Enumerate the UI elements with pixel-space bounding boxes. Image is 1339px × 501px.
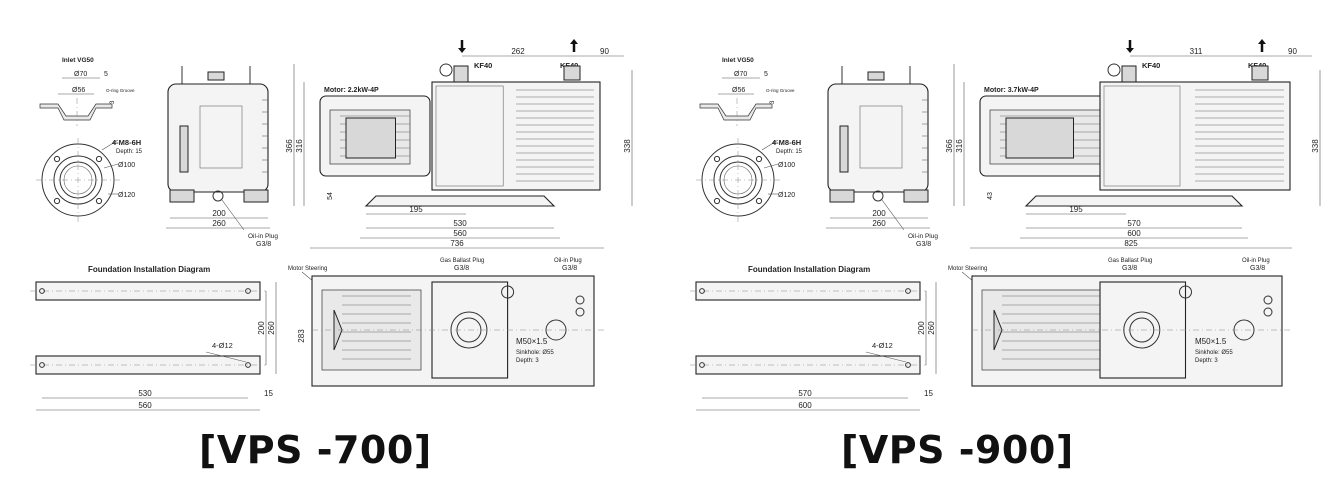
inlet-dim-3: 3	[110, 100, 116, 104]
side-width-195: 195	[409, 205, 423, 214]
inlet-dia-70: Ø70	[74, 71, 87, 78]
top-gas-ballast-size: G3/8	[1122, 265, 1137, 272]
foundation-holes-label: 4-Ø12	[212, 341, 233, 350]
side-height-base: 43	[987, 192, 994, 200]
top-oil-in-label: Oil-in Plug	[1242, 258, 1270, 264]
inlet-dim-5: 5	[764, 71, 768, 78]
inlet-dia-56: Ø56	[732, 87, 745, 94]
side-dim-top: 262	[511, 47, 525, 56]
foundation-edge-15: 15	[264, 389, 273, 398]
side-width-530: 570	[1127, 219, 1141, 228]
front-oil-in-plug-size: G3/8	[256, 241, 271, 248]
side-height-338: 338	[623, 139, 632, 153]
foundation-height-200: 200	[257, 321, 266, 335]
flange-dia-100: Ø100	[118, 162, 135, 169]
inlet-dim-5: 5	[104, 71, 108, 78]
side-height-base: 54	[327, 192, 334, 200]
top-sinkhole-label: Sinkhole: Ø55	[1195, 350, 1233, 356]
flange-holes-label: 4-M8-6H	[772, 138, 801, 147]
front-width-260: 260	[872, 219, 886, 228]
side-width-530: 530	[453, 219, 467, 228]
side-width-overall: 825	[1124, 239, 1138, 248]
top-oil-in-size: G3/8	[562, 265, 577, 272]
side-width-195: 195	[1069, 205, 1083, 214]
foundation-width-530: 530	[138, 389, 152, 398]
side-motor-label: Motor: 2.2kW-4P	[324, 87, 379, 94]
top-thread-label: M50×1.5	[1195, 337, 1227, 346]
flange-dia-120: Ø120	[778, 192, 795, 199]
front-width-200: 200	[212, 209, 226, 218]
pump-side-view: 31190KF40KF40Motor: 3.7kW-4P366316338431…	[945, 39, 1321, 249]
inlet-title: Inlet VG50	[722, 57, 754, 64]
flange-dia-120: Ø120	[118, 192, 135, 199]
side-kf40-inlet: KF40	[1142, 61, 1160, 70]
flange-depth-label: Depth: 15	[776, 149, 803, 155]
top-thread-label: M50×1.5	[516, 337, 548, 346]
top-sinkhole-label: Sinkhole: Ø55	[516, 350, 554, 356]
foundation-edge-15: 15	[924, 389, 933, 398]
top-depth-label: Depth: 3	[1195, 358, 1218, 364]
inlet-dim-3: 3	[770, 100, 776, 104]
top-motor-steering-label: Motor Steering	[948, 266, 987, 272]
front-oil-in-plug-label: Oil-in Plug	[248, 233, 278, 240]
flange-holes-label: 4-M8-6H	[112, 138, 141, 147]
vps-700-caption: [VPS -700]	[199, 428, 432, 472]
flange-depth-label: Depth: 15	[116, 149, 143, 155]
foundation-holes-label: 4-Ø12	[872, 341, 893, 350]
top-height-283: 283	[297, 329, 306, 343]
top-gas-ballast-size: G3/8	[454, 265, 469, 272]
foundation-height-260: 260	[267, 321, 276, 335]
top-gas-ballast-label: Gas Ballast Plug	[1108, 258, 1152, 264]
side-width-overall: 736	[450, 239, 464, 248]
front-oil-in-plug-size: G3/8	[916, 241, 931, 248]
front-width-260: 260	[212, 219, 226, 228]
inlet-title: Inlet VG50	[62, 57, 94, 64]
side-dim-top: 311	[1190, 47, 1203, 56]
flange-dia-100: Ø100	[778, 162, 795, 169]
top-gas-ballast-label: Gas Ballast Plug	[440, 258, 484, 264]
top-depth-label: Depth: 3	[516, 358, 539, 364]
foundation-height-200: 200	[917, 321, 926, 335]
front-width-200: 200	[872, 209, 886, 218]
side-kf40-inlet: KF40	[474, 61, 492, 70]
side-dim-90: 90	[600, 47, 609, 56]
inlet-oring-label: O-ring Groove	[106, 88, 135, 93]
side-height-316: 316	[955, 139, 964, 153]
side-height-366: 366	[285, 139, 294, 153]
top-motor-steering-label: Motor Steering	[288, 266, 327, 272]
side-height-316: 316	[295, 139, 304, 153]
inlet-dia-56: Ø56	[72, 87, 85, 94]
top-oil-in-label: Oil-in Plug	[554, 258, 582, 264]
vps-900-caption: [VPS -900]	[841, 428, 1074, 472]
side-dim-90: 90	[1288, 47, 1297, 56]
foundation-width-560: 560	[138, 401, 152, 410]
foundation-title: Foundation Installation Diagram	[88, 265, 210, 274]
side-width-560: 600	[1127, 229, 1141, 238]
side-width-560: 560	[453, 229, 467, 238]
pump-side-view: 26290KF40KF40Motor: 2.2kW-4P366316338541…	[285, 39, 633, 249]
foundation-title: Foundation Installation Diagram	[748, 265, 870, 274]
side-height-338: 338	[1311, 139, 1320, 153]
foundation-width-530: 570	[798, 389, 812, 398]
foundation-width-560: 600	[798, 401, 812, 410]
inlet-dia-70: Ø70	[734, 71, 747, 78]
top-oil-in-size: G3/8	[1250, 265, 1265, 272]
side-motor-label: Motor: 3.7kW-4P	[984, 87, 1039, 94]
inlet-oring-label: O-ring Groove	[766, 88, 795, 93]
foundation-height-260: 260	[927, 321, 936, 335]
front-oil-in-plug-label: Oil-in Plug	[908, 233, 938, 240]
side-height-366: 366	[945, 139, 954, 153]
